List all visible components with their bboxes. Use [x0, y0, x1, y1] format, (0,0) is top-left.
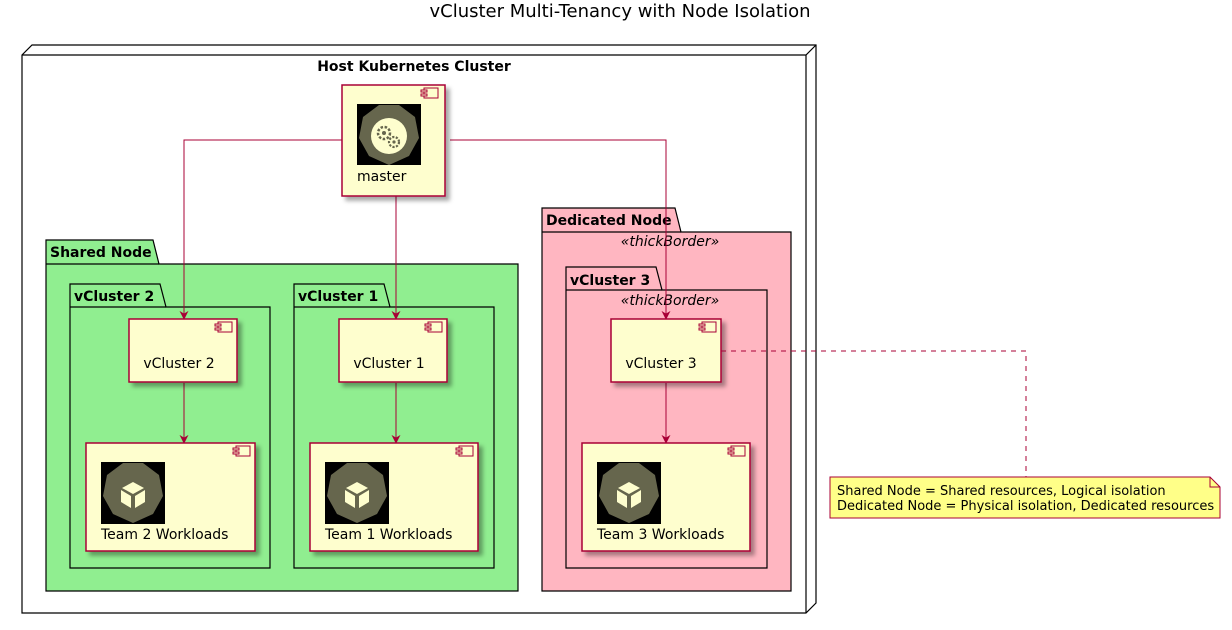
note-line-2: Dedicated Node = Physical isolation, Ded… [837, 499, 1214, 514]
dedicated-node-label: Dedicated Node [546, 213, 672, 229]
arrow-master-to-vcluster3 [450, 139, 671, 320]
team2-workloads-component[interactable]: Team 2 Workloads [85, 442, 256, 552]
component-symbol-icon [214, 321, 233, 333]
vcluster1-component-label: vCluster 1 [353, 356, 424, 372]
team2-workloads-label: Team 2 Workloads [100, 527, 228, 543]
vcluster3-component-label: vCluster 3 [625, 356, 696, 372]
isolation-note: Shared Node = Shared resources, Logical … [829, 476, 1221, 519]
vcluster1-package-label: vCluster 1 [298, 289, 378, 305]
component-symbol-icon [424, 321, 443, 333]
vcluster2-package-label: vCluster 2 [74, 289, 154, 305]
component-symbol-icon [727, 445, 746, 457]
master-label: master [357, 169, 407, 185]
vcluster1-component[interactable]: vCluster 1 [338, 318, 448, 383]
vcluster2-component[interactable]: vCluster 2 [128, 318, 238, 383]
cube-icon [597, 462, 661, 524]
team3-workloads-label: Team 3 Workloads [596, 527, 724, 543]
team3-workloads-component[interactable]: Team 3 Workloads [581, 442, 751, 552]
host-cluster-label: Host Kubernetes Cluster [317, 59, 511, 75]
vcluster2-component-label: vCluster 2 [143, 356, 214, 372]
vcluster3-stereotype: «thickBorder» [621, 293, 720, 309]
arrow-master-to-vcluster2 [179, 139, 342, 320]
team1-workloads-component[interactable]: Team 1 Workloads [309, 442, 479, 552]
shared-node-label: Shared Node [50, 245, 152, 261]
note-line-1: Shared Node = Shared resources, Logical … [837, 484, 1166, 499]
note-connector [721, 350, 1027, 477]
diagram-title: vCluster Multi-Tenancy with Node Isolati… [429, 1, 810, 22]
master-component[interactable]: master [341, 84, 446, 197]
vcluster3-component[interactable]: vCluster 3 [610, 318, 722, 383]
kubernetes-master-icon [357, 104, 421, 165]
team1-workloads-label: Team 1 Workloads [324, 527, 452, 543]
cube-icon [101, 462, 165, 524]
cube-icon [325, 462, 389, 524]
component-symbol-icon [420, 87, 439, 99]
dedicated-node-stereotype: «thickBorder» [621, 234, 720, 250]
component-symbol-icon [232, 445, 251, 457]
component-symbol-icon [455, 445, 474, 457]
component-symbol-icon [698, 321, 717, 333]
vcluster3-package-label: vCluster 3 [570, 273, 650, 289]
arrows [179, 139, 671, 444]
